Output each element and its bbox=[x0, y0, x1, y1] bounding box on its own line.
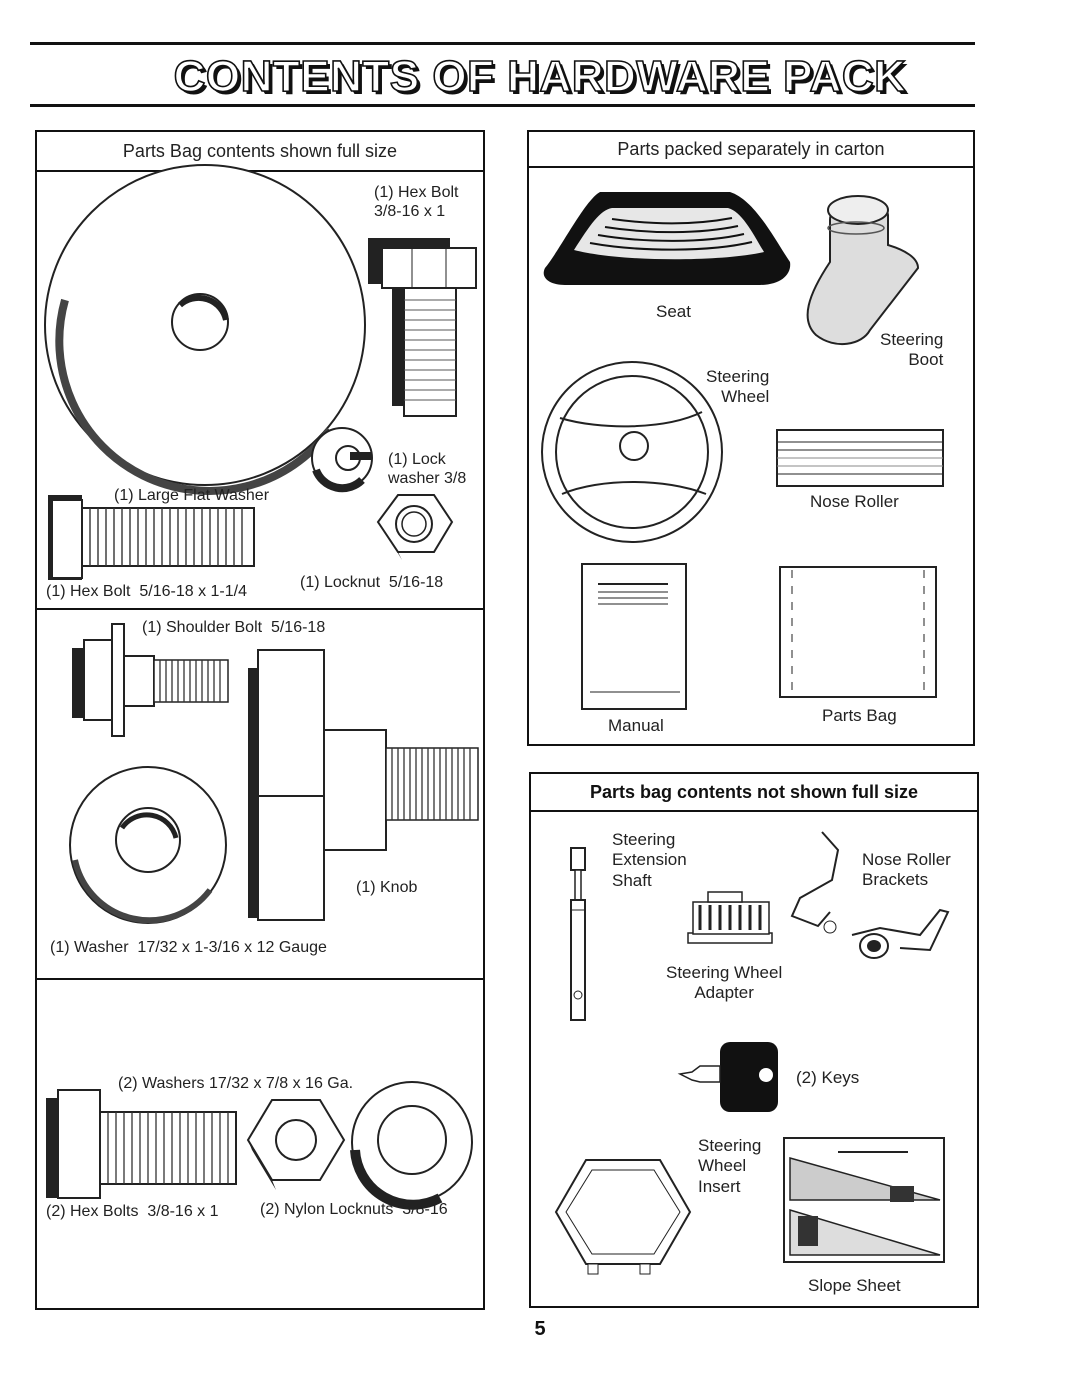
full-size-panel-header: Parts Bag contents shown full size bbox=[37, 132, 483, 172]
keys-label: (2) Keys bbox=[796, 1068, 860, 1087]
carton-panel-header: Parts packed separately in carton bbox=[529, 132, 973, 168]
hex-bolts-label: (2) Hex Bolts 3/8-16 x 1 bbox=[46, 1203, 219, 1220]
page-title: CONTENTS OF HARDWARE PACK bbox=[173, 51, 907, 102]
hex-bolt-5-16-label: (1) Hex Bolt 5/16-18 x 1-1/4 bbox=[46, 583, 247, 600]
locknut-label: (1) Locknut 5/16-18 bbox=[300, 574, 444, 591]
parts-bag-label: Parts Bag bbox=[822, 706, 897, 725]
steering-wheel-label: Steering Wheel bbox=[706, 367, 770, 407]
large-flat-washer-label: (1) Large Flat Washer bbox=[114, 487, 270, 504]
seat-label: Seat bbox=[656, 302, 691, 321]
nose-roller-label: Nose Roller bbox=[810, 492, 899, 511]
nose-roller-brackets-label: Nose Roller Brackets bbox=[862, 850, 951, 890]
wheel-insert-label: Steering Wheel Insert bbox=[698, 1136, 762, 1196]
washers-label: (2) Washers 17/32 x 7/8 x 16 Ga. bbox=[118, 1075, 354, 1092]
nylon-locknuts-label: (2) Nylon Locknuts 3/8-16 bbox=[260, 1201, 448, 1218]
manual-label: Manual bbox=[608, 716, 664, 735]
steering-boot-label: Steering Boot bbox=[880, 330, 944, 370]
section-divider-1 bbox=[37, 608, 483, 610]
not-full-size-panel: Parts bag contents not shown full size bbox=[529, 772, 979, 1308]
slope-sheet-label: Slope Sheet bbox=[808, 1276, 901, 1295]
washer-gauge-label: (1) Washer 17/32 x 1-3/16 x 12 Gauge bbox=[50, 939, 327, 956]
full-size-panel: Parts Bag contents shown full size bbox=[35, 130, 485, 1310]
section-divider-2 bbox=[37, 978, 483, 980]
knob-label: (1) Knob bbox=[356, 879, 418, 896]
lock-washer-label: (1) Lock washer 3/8 bbox=[388, 451, 467, 488]
hex-bolt-label: (1) Hex Bolt 3/8-16 x 1 bbox=[374, 184, 459, 221]
extension-shaft-label: Steering Extension Shaft bbox=[612, 830, 687, 890]
wheel-adapter-label: Steering Wheel Adapter bbox=[666, 963, 783, 1003]
not-full-size-panel-header: Parts bag contents not shown full size bbox=[531, 774, 977, 812]
page-number: 5 bbox=[534, 1318, 546, 1340]
top-rule bbox=[30, 42, 975, 45]
title-underline bbox=[30, 104, 975, 107]
carton-panel: Parts packed separately in carton bbox=[527, 130, 975, 746]
shoulder-bolt-label: (1) Shoulder Bolt 5/16-18 bbox=[142, 619, 326, 636]
